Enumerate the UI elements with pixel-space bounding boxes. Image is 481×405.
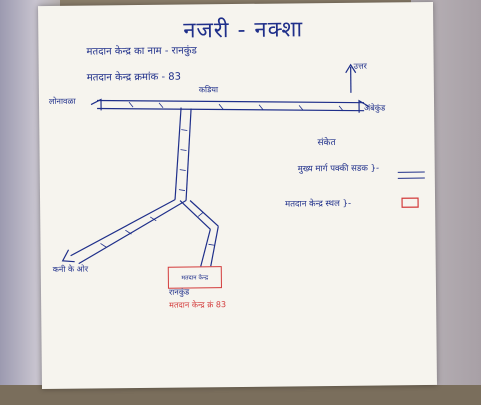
vertical-road-west-edge [174,107,182,200]
legend-title: संकेत [317,137,336,149]
polling-station-name: मतदान केन्द्र का नाम - रानकुंड [86,45,197,58]
polling-station-number: मतदान केन्द्र क्रमांक - 83 [86,71,182,84]
polling-station-box-text: मतदान केन्द्र [181,274,209,282]
polling-station-label: रानकुंड [168,287,190,297]
diagonal-road-north-edge [70,199,176,257]
road-sketch [61,63,425,267]
top-road-south-edge [97,107,365,112]
road-tick-marks [100,101,344,248]
north-arrow-icon [345,63,357,74]
legend-station-label: मतदान केन्द्र स्थल }- [285,198,352,210]
north-label: उत्तर [353,61,367,71]
station-road-west-edge [179,200,211,230]
legend-road-label: मुख्य मार्ग पक्की सडक }- [297,163,380,175]
vertical-road-east-edge [185,108,192,201]
map-title: नजरी - नक्शा [183,17,304,44]
east-destination-label: अंबेकुंड [364,103,386,113]
west-arrow-icon [90,98,102,111]
station-road-lower-west [200,229,211,267]
station-road-lower-east [210,226,219,267]
desk-bottom [0,385,481,405]
polling-station-box: मतदान केन्द्र [167,266,222,289]
east-arrow-icon [358,99,370,113]
top-road-label: कडिया [198,85,219,95]
station-road-east-edge [189,200,219,227]
diagonal-road-south-edge [78,200,187,265]
west-destination-label: लोनावळा [48,96,76,106]
polling-station-red-note: मतदान केन्द्र क्रं 83 [169,300,227,310]
legend-station-symbol [401,197,419,208]
top-road-north-edge [96,99,365,104]
village-direction-label: कनी के ओर [52,264,89,274]
map-paper: नजरी - नक्शा मतदान केन्द्र का नाम - रानक… [38,1,437,390]
southwest-arrow-icon [61,249,75,263]
